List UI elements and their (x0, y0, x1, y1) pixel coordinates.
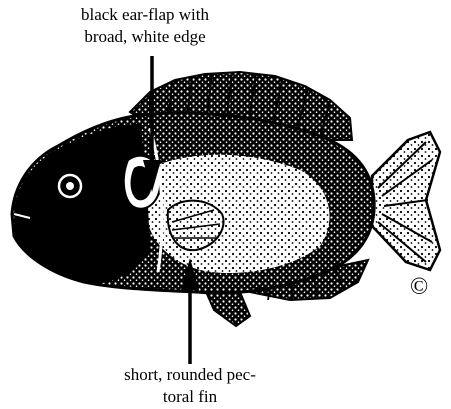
ear-flap-callout: black ear-flap with broad, white edge (20, 4, 270, 48)
pectoral-fin-callout-line-2: toral fin (85, 386, 295, 408)
pectoral-fin-callout: short, rounded pec- toral fin (85, 364, 295, 408)
ear-flap-callout-line-1: black ear-flap with (20, 4, 270, 26)
pectoral-fin-callout-line-1: short, rounded pec- (85, 364, 295, 386)
tail-fin (372, 132, 440, 270)
ear-flap-callout-line-2: broad, white edge (20, 26, 270, 48)
copyright-symbol: © (410, 274, 428, 300)
